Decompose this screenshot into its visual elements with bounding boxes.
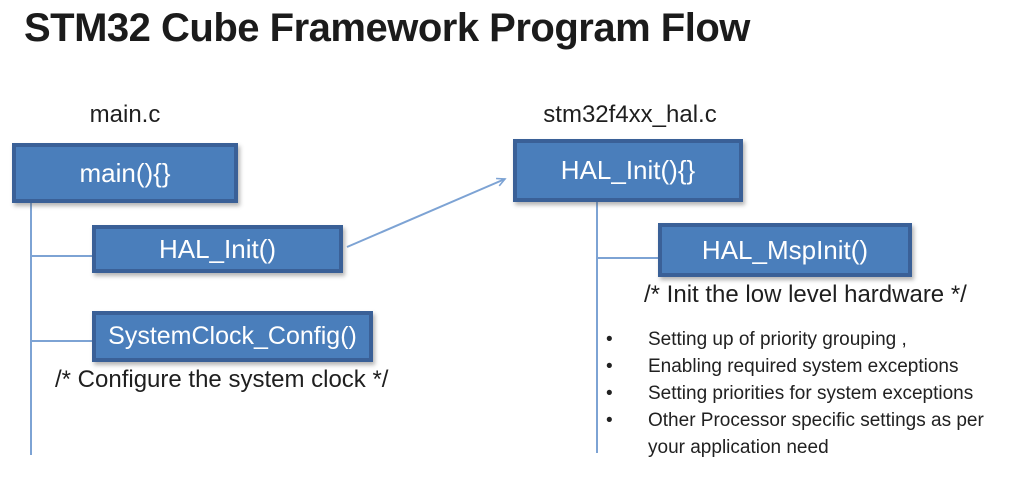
box-main-function: main(){} [12,143,238,203]
bullet-item: • Setting up of priority grouping , [606,326,1010,353]
bullet-text: Enabling required system exceptions [648,356,959,377]
bullet-text: Setting priorities for system exceptions [648,383,974,404]
bullet-icon: • [606,356,613,377]
box-system-clock-config: SystemClock_Config() [92,311,373,362]
bullet-item: • Other Processor specific settings as p… [606,407,1010,461]
call-arrow-line [346,177,507,248]
box-hal-msp-init: HAL_MspInit() [658,223,912,277]
comment-configure-system-clock: /* Configure the system clock */ [55,366,389,393]
bullet-icon: • [606,383,613,404]
bullet-icon: • [606,329,613,350]
file-label-main-c: main.c [89,101,161,128]
comment-init-low-level-hardware: /* Init the low level hardware */ [644,281,967,308]
bullet-text: Other Processor specific settings as per… [648,410,984,458]
box-hal-init-definition: HAL_Init(){} [513,139,743,202]
page-title: STM32 Cube Framework Program Flow [24,6,750,50]
box-hal-init-call: HAL_Init() [92,225,343,273]
bullet-item: • Setting priorities for system exceptio… [606,380,1010,407]
bullet-text: Setting up of priority grouping , [648,329,907,350]
bullet-icon: • [606,410,613,431]
file-label-stm32f4xx-hal-c: stm32f4xx_hal.c [543,101,717,128]
msp-init-bullet-list: • Setting up of priority grouping , • En… [606,326,1010,461]
bullet-item: • Enabling required system exceptions [606,353,1010,380]
